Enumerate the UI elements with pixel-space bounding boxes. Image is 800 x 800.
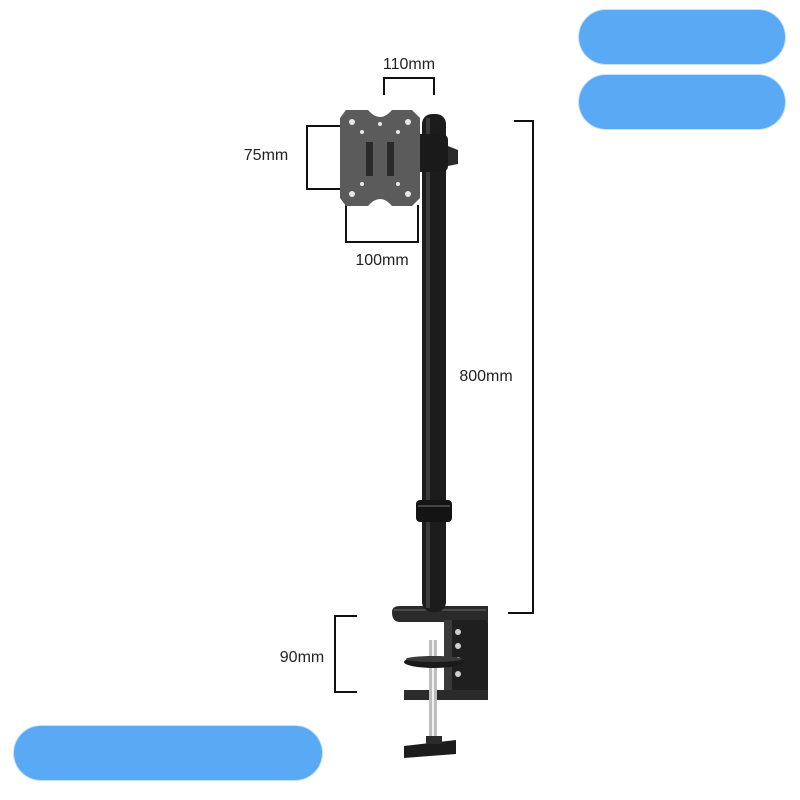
vesa-hole-6: [396, 130, 400, 134]
vesa-cutout-top: [368, 110, 392, 117]
dim-label-75: 75mm: [244, 147, 288, 164]
clamp-lower-plate: [404, 690, 488, 700]
vesa-plate: [340, 110, 420, 206]
pole-highlight: [426, 118, 430, 608]
clamp-foot-collar: [426, 736, 442, 744]
vesa-slot-left: [366, 142, 373, 176]
clamp-knob-top: [406, 656, 462, 662]
clamp-side-plate: [444, 620, 488, 700]
vesa-hole-5: [360, 130, 364, 134]
vesa-slot-right: [387, 142, 394, 176]
pole-collar-line: [418, 505, 450, 507]
dim-bracket-100: [345, 205, 419, 243]
pole-body: [422, 114, 446, 612]
dim-bracket-800: [508, 120, 534, 614]
clamp-screw-shine: [432, 640, 434, 748]
vesa-hole-7: [360, 182, 364, 186]
blue-banner-top-right-2: [579, 75, 785, 129]
tilt-joint-knob: [448, 146, 458, 166]
blue-banner-top-right-1: [579, 10, 785, 64]
dim-label-110: 110mm: [383, 56, 435, 73]
desk-clamp: [392, 606, 488, 758]
vesa-hole-4: [405, 191, 411, 197]
dim-bracket-75: [306, 125, 342, 190]
clamp-hole-1: [455, 629, 461, 635]
vesa-hole-1: [349, 119, 355, 125]
dimension-lines: [306, 77, 534, 693]
mount-pole: [416, 114, 452, 612]
pole-collar: [416, 500, 452, 522]
dim-label-100: 100mm: [355, 252, 408, 269]
vesa-cutout-bottom: [368, 199, 392, 206]
vesa-hole-3: [349, 191, 355, 197]
dim-label-90: 90mm: [280, 649, 324, 666]
dim-bracket-90: [334, 615, 357, 693]
dim-bracket-110: [383, 77, 435, 95]
clamp-hole-2: [455, 643, 461, 649]
vesa-plate-body: [340, 110, 420, 206]
vesa-hole-8: [396, 182, 400, 186]
clamp-hole-4: [455, 671, 461, 677]
blue-banner-bottom-left: [14, 726, 322, 780]
vesa-center-hole: [378, 122, 382, 126]
dim-label-800: 800mm: [459, 368, 512, 385]
vesa-hole-2: [405, 119, 411, 125]
clamp-foot: [404, 740, 456, 758]
